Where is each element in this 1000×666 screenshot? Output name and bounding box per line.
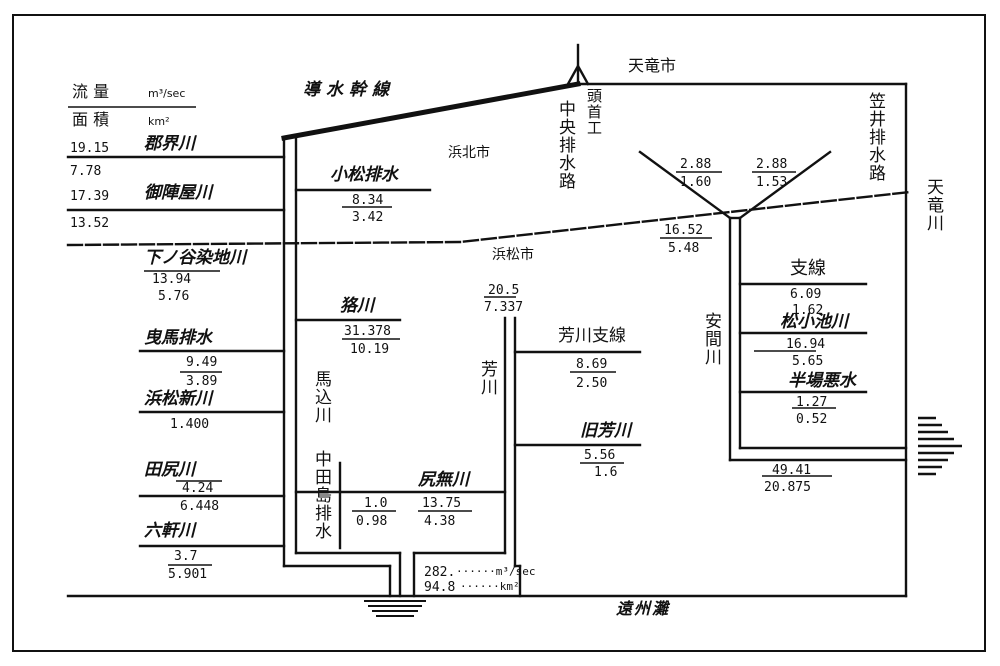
main-canal-line xyxy=(281,81,581,141)
nakatajima-label: 中田島排水 xyxy=(311,450,331,540)
main-canal-label: 導水幹線 xyxy=(303,80,395,100)
matsukoike-area: 5.65 xyxy=(792,354,824,369)
komatsu-flow: 8.34 xyxy=(352,193,384,208)
shimonoya-name: 下ノ谷染地川 xyxy=(144,248,246,268)
rokken-name: 六軒川 xyxy=(144,521,195,541)
haga-branch-flow: 8.69 xyxy=(576,357,608,372)
umagome-river-label: 馬込川 xyxy=(311,370,331,424)
komatsu-name: 小松排水 xyxy=(330,165,398,185)
hamamatsu-shinkawa-name: 浜松新川 xyxy=(144,389,212,409)
anma-outlet-flow: 49.41 xyxy=(772,463,812,478)
total-flow-unit: ······m³/sec xyxy=(456,565,536,578)
y-junction-flow: 16.52 xyxy=(664,223,704,238)
branch-area: 1.62 xyxy=(792,303,824,318)
umagome-drain-name: 曳馬排水 xyxy=(144,328,212,348)
branch-flow: 6.09 xyxy=(790,287,822,302)
total-area-unit: ······km² xyxy=(460,580,520,593)
anma-river-label: 安間川 xyxy=(701,312,721,366)
tenryu-river-label: 天竜川 xyxy=(923,178,943,232)
gunkai-flow: 19.15 xyxy=(70,141,110,156)
gojinya-flow: 17.39 xyxy=(70,189,110,204)
tajiri-area: 6.448 xyxy=(180,499,220,514)
shimonoya-area: 5.76 xyxy=(158,289,190,304)
shimonoya-flow: 13.94 xyxy=(152,272,192,287)
nakatajima-flow: 1.0 xyxy=(364,496,388,511)
matsukoike-name: 松小池川 xyxy=(780,312,848,332)
y-left-flow: 2.88 xyxy=(680,157,712,172)
y-right-area: 1.53 xyxy=(756,175,788,190)
central-drain-label: 中央排水路 xyxy=(555,100,575,190)
area-label: 面 積 xyxy=(72,110,110,129)
haga-branch-name: 芳川支線 xyxy=(558,326,626,346)
hamamatsu-city-label: 浜松市 xyxy=(492,247,534,263)
haga-flow: 20.5 xyxy=(488,283,520,298)
y-junction-area: 5.48 xyxy=(668,241,700,256)
haga-river-label: 芳川 xyxy=(477,360,497,396)
inokawa-name: 狢川 xyxy=(340,296,374,316)
area-unit: km² xyxy=(148,115,170,128)
y-left-area: 1.60 xyxy=(680,175,712,190)
nakatajima-area: 0.98 xyxy=(356,514,388,529)
haga-area: 7.337 xyxy=(484,300,524,315)
rokken-area: 5.901 xyxy=(168,567,208,582)
hanba-name: 半場悪水 xyxy=(788,371,856,391)
komatsu-area: 3.42 xyxy=(352,210,384,225)
gojinya-area: 13.52 xyxy=(70,216,110,231)
inokawa-area: 10.19 xyxy=(350,342,390,357)
tajiri-name: 田尻川 xyxy=(144,460,195,480)
tenryu-city-label: 天竜市 xyxy=(628,56,677,75)
shinashi-flow: 13.75 xyxy=(422,496,462,511)
flow-label: 流 量 xyxy=(72,82,110,101)
hanba-flow: 1.27 xyxy=(796,395,828,410)
headworks-triangle xyxy=(566,63,590,86)
y-right-flow: 2.88 xyxy=(756,157,788,172)
flow-unit: m³/sec xyxy=(148,87,186,100)
anma-outlet-area: 20.875 xyxy=(764,480,811,495)
matsukoike-flow: 16.94 xyxy=(786,337,826,352)
inokawa-flow: 31.378 xyxy=(344,324,391,339)
diagram-frame xyxy=(12,14,986,652)
haga-branch-area: 2.50 xyxy=(576,376,608,391)
tajiri-flow: 4.24 xyxy=(182,481,214,496)
total-area: 94.8 xyxy=(424,580,456,595)
old-haga-flow: 5.56 xyxy=(584,448,616,463)
gojinya-name: 御陣屋川 xyxy=(144,183,212,203)
umagome-drain-area: 3.89 xyxy=(186,374,218,389)
branch-name: 支線 xyxy=(790,258,826,279)
rokken-flow: 3.7 xyxy=(174,549,198,564)
headworks-label: 頭首工 xyxy=(585,88,603,136)
sea-hatching-right xyxy=(918,416,962,476)
total-flow: 282. xyxy=(424,565,456,580)
umagome-drain-flow: 9.49 xyxy=(186,355,218,370)
gunkai-name: 郡界川 xyxy=(144,134,195,154)
kasai-drain-label: 笠井排水路 xyxy=(865,92,885,182)
old-haga-name: 旧芳川 xyxy=(580,421,631,441)
hanba-area: 0.52 xyxy=(796,412,828,427)
old-haga-area: 1.6 xyxy=(594,465,618,480)
sea-label: 遠州灘 xyxy=(616,599,671,618)
shinashi-name: 尻無川 xyxy=(418,470,469,490)
hamamatsu-shinkawa-flow: 1.400 xyxy=(170,417,210,432)
hamakita-city-label: 浜北市 xyxy=(448,145,490,161)
gunkai-area: 7.78 xyxy=(70,164,102,179)
shinashi-area: 4.38 xyxy=(424,514,456,529)
